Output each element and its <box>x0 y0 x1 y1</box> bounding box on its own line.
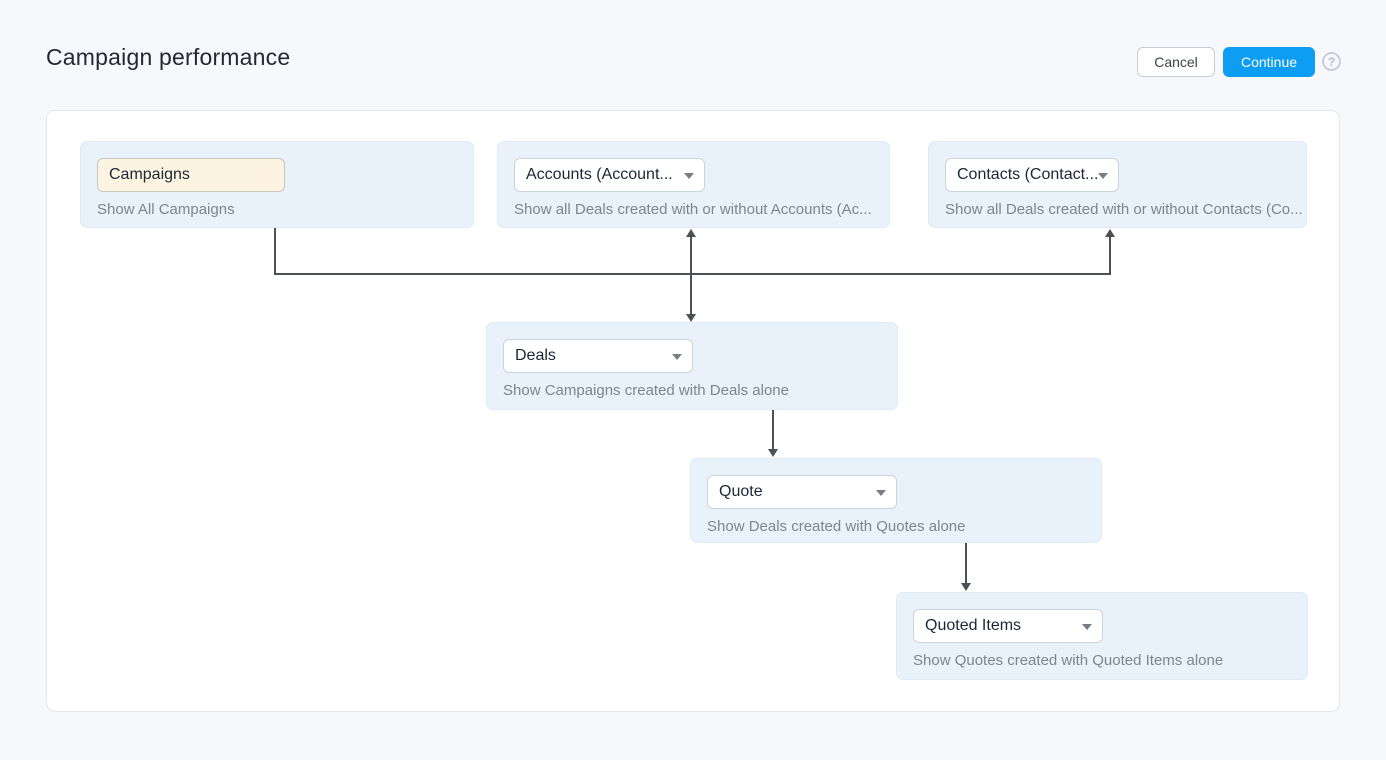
quote-subtitle: Show Deals created with Quotes alone <box>707 518 966 535</box>
node-campaigns: Campaigns Show All Campaigns <box>80 141 474 228</box>
campaigns-subtitle: Show All Campaigns <box>97 201 235 218</box>
quoted-items-subtitle: Show Quotes created with Quoted Items al… <box>913 652 1224 669</box>
deals-dropdown[interactable]: Deals <box>503 339 693 373</box>
accounts-dropdown[interactable]: Accounts (Account... <box>514 158 705 192</box>
deals-dropdown-label: Deals <box>515 347 556 364</box>
node-accounts: Accounts (Account... Show all Deals crea… <box>497 141 890 228</box>
contacts-subtitle: Show all Deals created with or without C… <box>945 201 1303 218</box>
campaigns-label: Campaigns <box>109 166 190 183</box>
accounts-subtitle: Show all Deals created with or without A… <box>514 201 872 218</box>
accounts-dropdown-label: Accounts (Account... <box>526 166 673 183</box>
cancel-button[interactable]: Cancel <box>1137 47 1215 77</box>
page-title: Campaign performance <box>46 44 291 70</box>
arrow-up-accounts-icon <box>686 229 696 237</box>
quote-dropdown[interactable]: Quote <box>707 475 897 509</box>
arrow-down-quoted-items-icon <box>961 583 971 591</box>
node-contacts: Contacts (Contact... Show all Deals crea… <box>928 141 1307 228</box>
connector-to-contacts <box>1109 236 1111 274</box>
quoted-items-dropdown[interactable]: Quoted Items <box>913 609 1103 643</box>
chevron-down-icon <box>1082 624 1092 630</box>
connector-campaigns-drop <box>274 228 276 275</box>
contacts-dropdown[interactable]: Contacts (Contact... <box>945 158 1119 192</box>
quoted-items-dropdown-label: Quoted Items <box>925 617 1022 634</box>
chevron-down-icon <box>684 173 694 179</box>
node-deals: Deals Show Campaigns created with Deals … <box>486 322 898 410</box>
deals-subtitle: Show Campaigns created with Deals alone <box>503 382 789 399</box>
chevron-down-icon <box>1098 173 1108 179</box>
campaigns-module-field[interactable]: Campaigns <box>97 158 285 192</box>
connector-branch-horizontal <box>274 273 1111 275</box>
arrow-up-contacts-icon <box>1105 229 1115 237</box>
connector-to-accounts <box>690 236 692 274</box>
node-quote: Quote Show Deals created with Quotes alo… <box>690 458 1102 543</box>
quote-dropdown-label: Quote <box>719 483 763 500</box>
arrow-down-quote-icon <box>768 449 778 457</box>
connector-to-deals <box>690 275 692 314</box>
chevron-down-icon <box>672 354 682 360</box>
arrow-down-deals-icon <box>686 314 696 322</box>
help-icon[interactable]: ? <box>1322 52 1341 71</box>
continue-button[interactable]: Continue <box>1223 47 1315 77</box>
connector-deals-quote <box>772 410 774 449</box>
chevron-down-icon <box>876 490 886 496</box>
node-quoted-items: Quoted Items Show Quotes created with Qu… <box>896 592 1308 680</box>
connector-quote-quoted-items <box>965 543 967 583</box>
contacts-dropdown-label: Contacts (Contact... <box>957 166 1099 183</box>
